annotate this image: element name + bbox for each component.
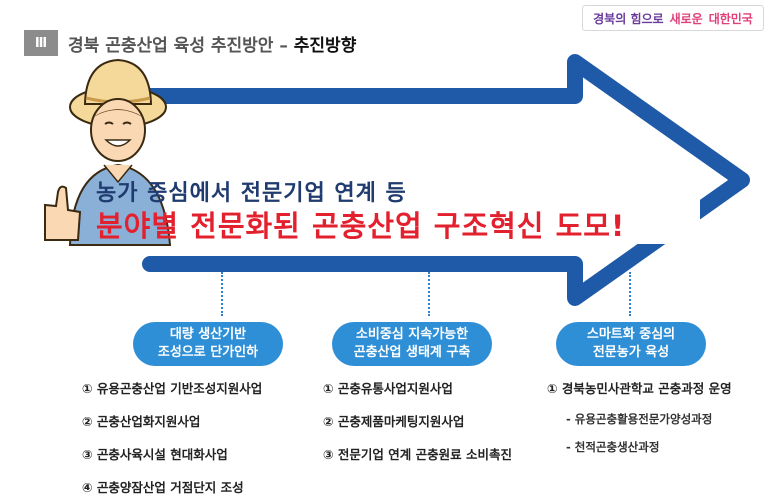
direction-pill-2: 소비중심 지속가능한 곤충산업 생태계 구축 (332, 322, 492, 366)
direction-3-item-1: ① 경북농민사관학교 곤충과정 운영 (547, 381, 732, 396)
direction-1-item-4: ④ 곤충양잠산업 거점단지 조성 (82, 480, 244, 495)
connector-line-1 (221, 272, 223, 316)
brand-part-1: 경북의 힘으로 (593, 11, 664, 26)
pill-2-line-1: 소비중심 지속가능한 (355, 327, 469, 342)
connector-line-2 (428, 272, 430, 316)
pill-3-line-1: 스마트화 중심의 (586, 327, 676, 342)
brand-slogan-badge: 경북의 힘으로 새로운 대한민국 (582, 5, 764, 31)
farmer-icon (44, 58, 172, 246)
big-arrow-icon (142, 54, 750, 306)
direction-1-item-1: ① 유용곤충산업 기반조성지원사업 (82, 381, 263, 396)
section-number-badge: Ⅲ (24, 30, 58, 56)
direction-2-item-1: ① 곤충유통사업지원사업 (323, 381, 453, 396)
page-title: 경북 곤충산업 육성 추진방안 – 추진방향 (68, 31, 356, 56)
page-title-emphasis: 추진방향 (293, 36, 357, 56)
connector-line-3 (629, 272, 631, 316)
headline-line-2: 분야별 전문화된 곤충산업 구조혁신 도모! (96, 209, 626, 243)
pill-2-line-2: 곤충산업 생태계 구축 (353, 345, 471, 360)
direction-2-item-3: ③ 전문기업 연계 곤충원료 소비촉진 (323, 447, 512, 462)
pill-1-line-2: 조성으로 단가인하 (157, 345, 259, 360)
direction-2-item-2: ② 곤충제품마케팅지원사업 (323, 414, 465, 429)
pill-3-line-2: 전문농가 육성 (592, 345, 670, 360)
pill-1-line-1: 대량 생산기반 (169, 327, 247, 342)
page-title-main: 경북 곤충산업 육성 추진방안 – (68, 36, 294, 56)
direction-3-subitem-2: - 천적곤충생산과정 (566, 440, 660, 454)
headline-line-1: 농가 중심에서 전문기업 연계 등 (96, 181, 407, 206)
direction-pill-1: 대량 생산기반 조성으로 단가인하 (133, 322, 283, 366)
direction-1-item-3: ③ 곤충사육시설 현대화사업 (82, 447, 228, 462)
brand-part-2: 새로운 (669, 11, 703, 26)
direction-pill-3: 스마트화 중심의 전문농가 육성 (556, 322, 706, 366)
direction-1-item-2: ② 곤충산업화지원사업 (82, 414, 201, 429)
brand-part-3: 대한민국 (708, 11, 753, 26)
direction-3-subitem-1: - 유용곤충활용전문가양성과정 (566, 412, 713, 426)
